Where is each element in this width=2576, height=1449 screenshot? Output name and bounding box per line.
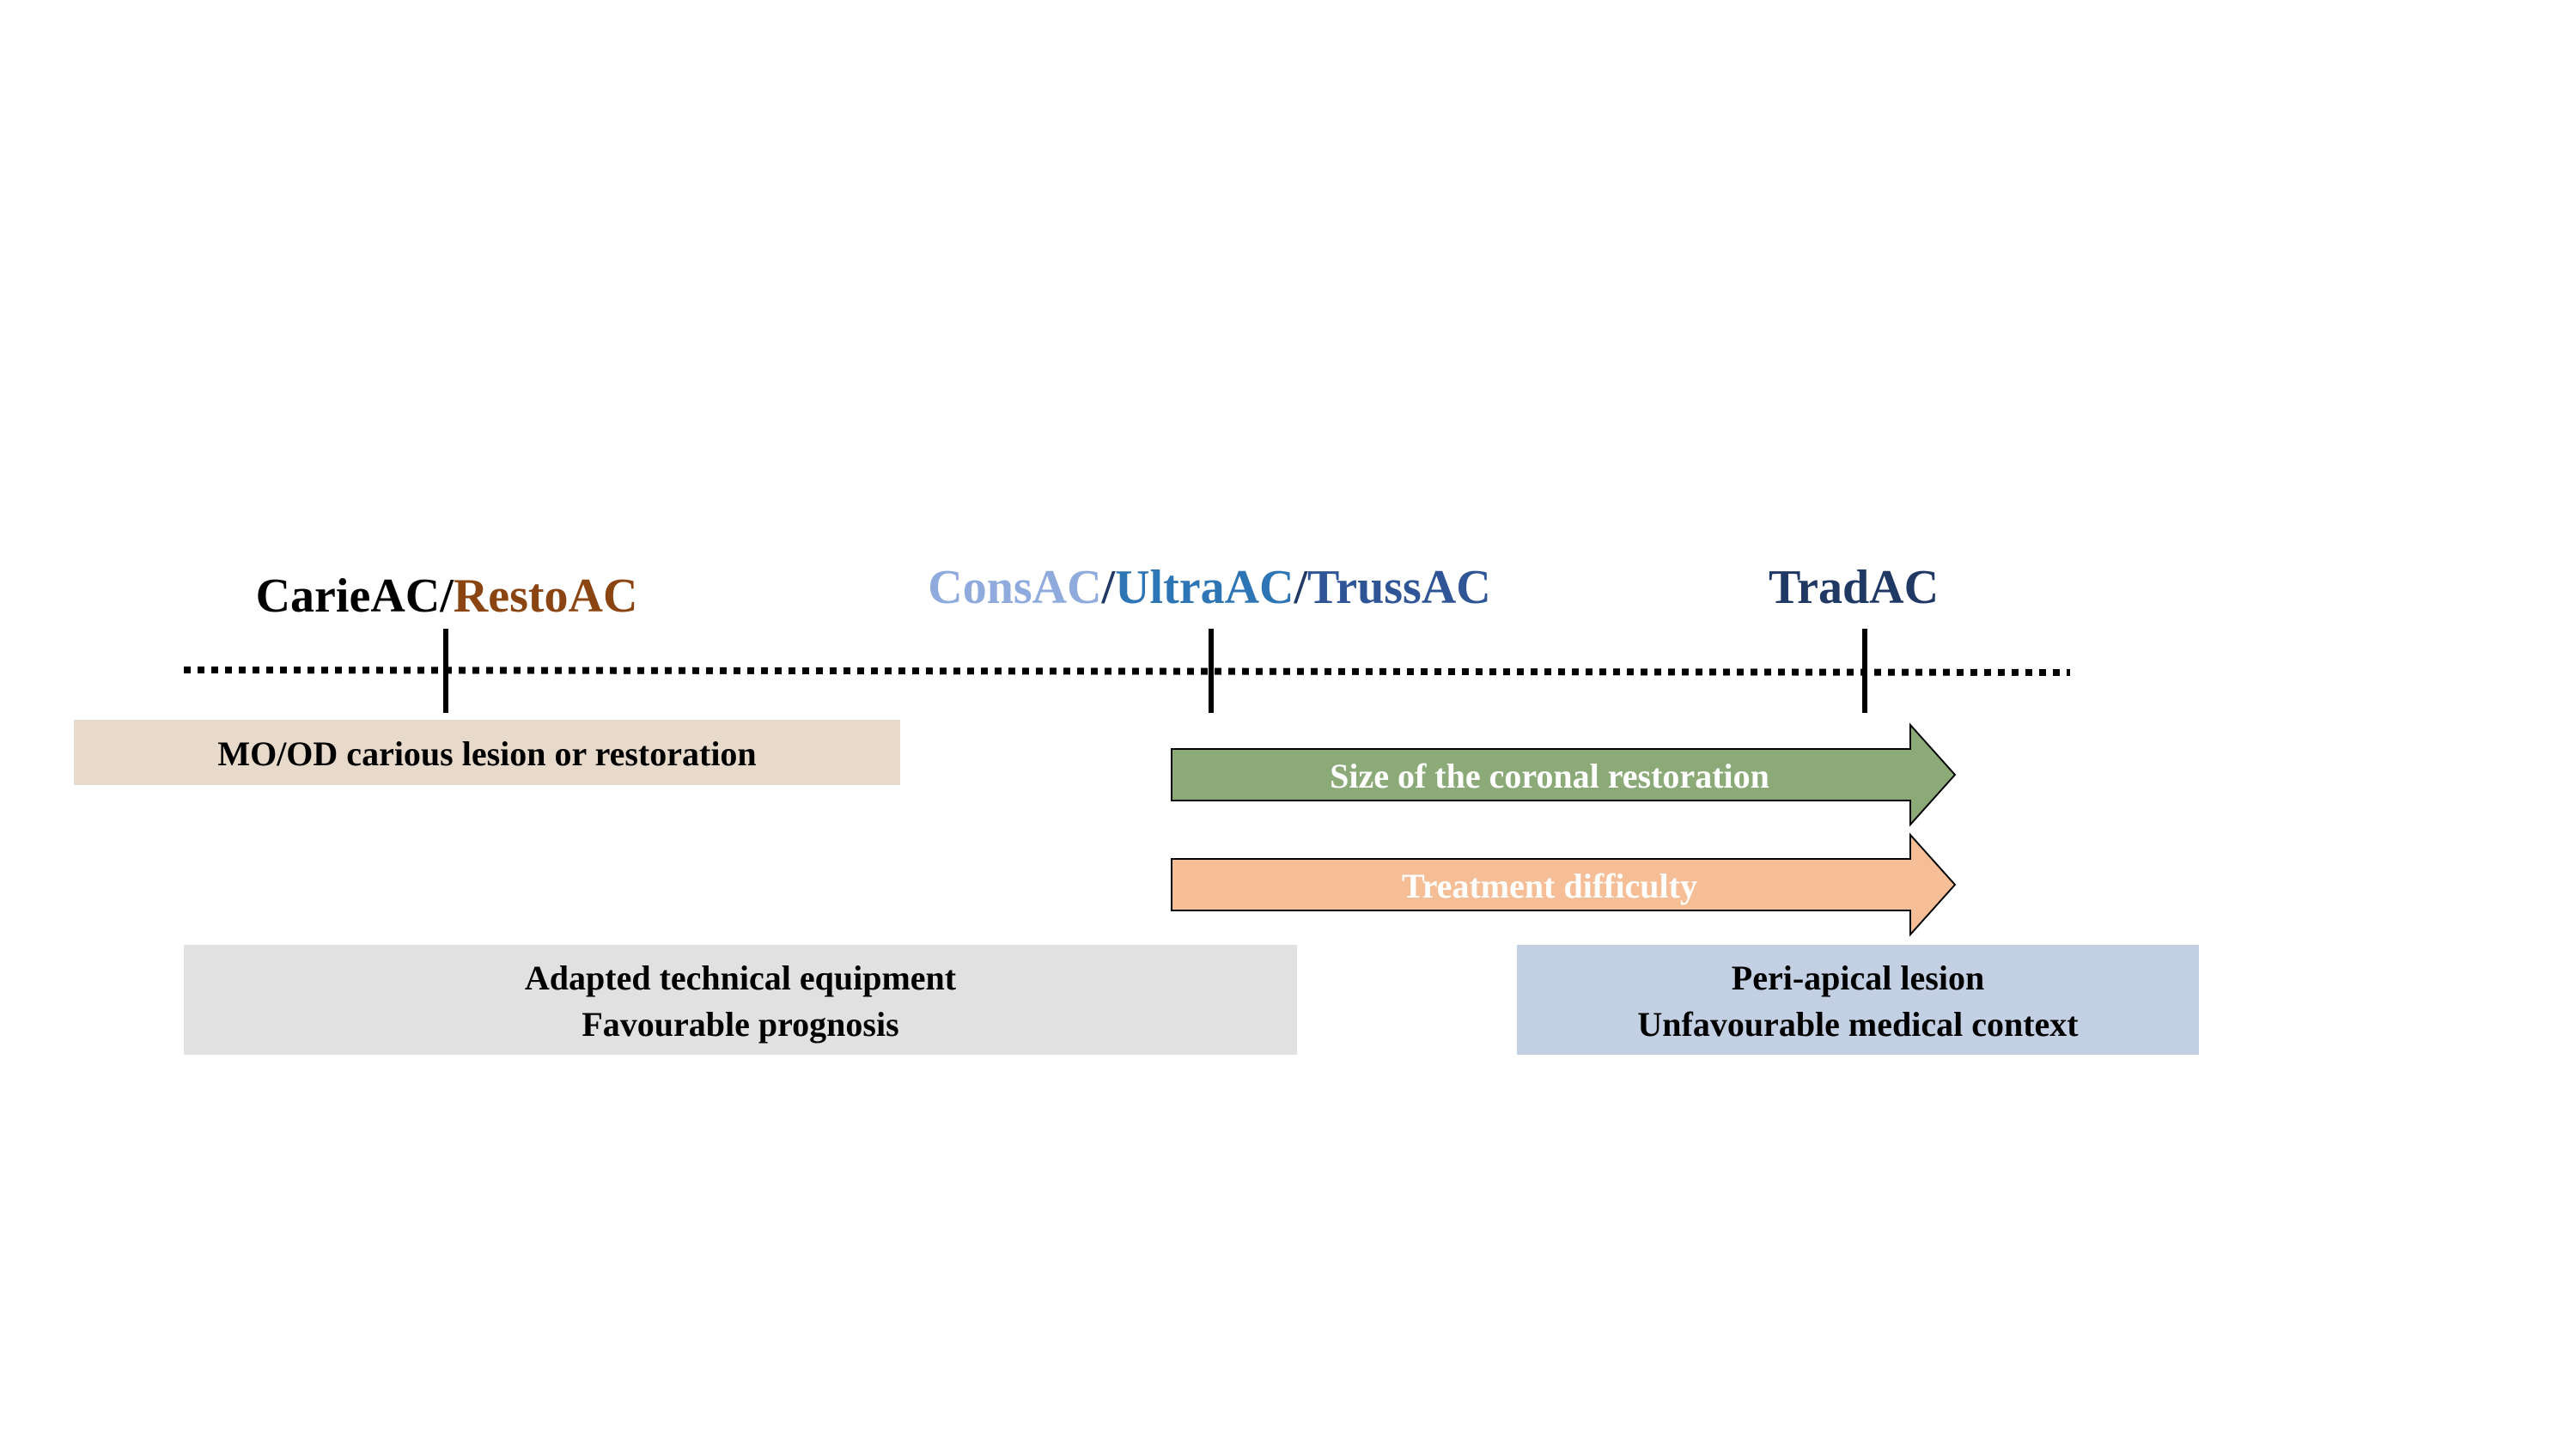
marker-label-cons-ultra-truss: ConsAC/UltraAC/TrussAC	[928, 561, 1490, 614]
difficulty-arrow-text: Treatment difficulty	[1402, 867, 1697, 905]
equipment-box-line2: Favourable prognosis	[582, 1005, 898, 1044]
mood-box	[74, 720, 900, 785]
periapical-box	[1517, 945, 2199, 1055]
mood-box-text: MO/OD carious lesion or restoration	[217, 734, 756, 773]
tradac-text: TradAC	[1769, 561, 1939, 614]
size-arrow-text: Size of the coronal restoration	[1330, 757, 1769, 795]
size-arrow	[1171, 722, 1957, 827]
ultraac-text: UltraAC	[1115, 561, 1294, 614]
difficulty-arrow	[1171, 832, 1957, 937]
equipment-box	[184, 945, 1297, 1055]
periapical-box-line1: Peri-apical lesion	[1732, 959, 1984, 997]
consac-text: ConsAC	[928, 561, 1101, 614]
trussac-text: TrussAC	[1307, 561, 1491, 614]
marker-label-carie-resto: CarieAC/RestoAC	[256, 569, 638, 623]
carieac-text: CarieAC	[256, 569, 441, 623]
periapical-box-line2: Unfavourable medical context	[1637, 1005, 2079, 1044]
dotted-timeline	[183, 667, 2071, 676]
restoac-text: RestoAC	[454, 569, 638, 623]
equipment-box-line1: Adapted technical equipment	[525, 959, 957, 997]
slash-text: /	[1101, 561, 1117, 614]
marker-label-tradac: TradAC	[1769, 561, 1939, 614]
slash-text: /	[439, 569, 454, 623]
slash-text: /	[1293, 561, 1308, 614]
